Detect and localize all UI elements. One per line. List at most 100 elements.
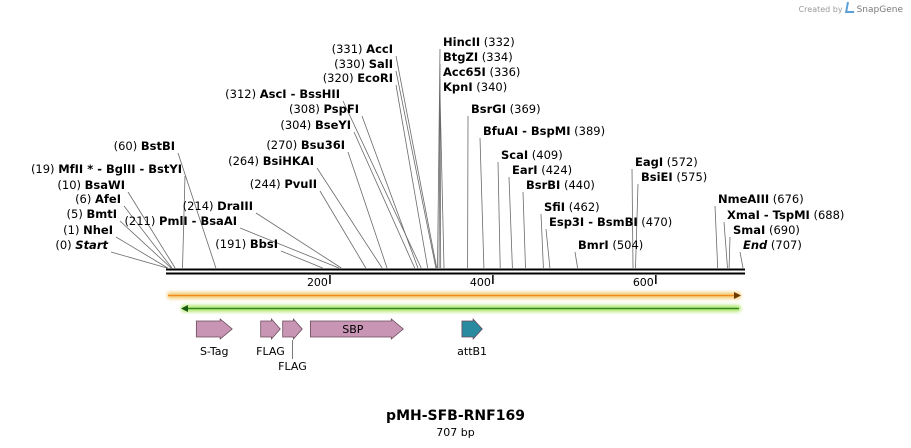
enzyme-position: (340): [473, 80, 508, 94]
enzyme-label: EagI (572): [635, 155, 698, 169]
enzyme-position: (332): [480, 35, 515, 49]
enzyme-position: (336): [486, 65, 521, 79]
enzyme-name: BsaWI: [85, 178, 125, 192]
enzyme-name: BfuAI - BspMI: [483, 124, 570, 138]
enzyme-label: (6) AfeI: [75, 192, 121, 206]
enzyme-leader: [574, 251, 578, 269]
feature-label: FLAG: [256, 345, 285, 358]
enzyme-name: Acc65I: [443, 65, 486, 79]
enzyme-leader: [347, 151, 388, 269]
enzyme-position: (331): [332, 42, 367, 56]
enzyme-label: ScaI (409): [501, 148, 563, 162]
enzyme-leader: [439, 93, 445, 269]
enzyme-position: (211): [124, 214, 159, 228]
enzyme-name: NmeAIII: [718, 192, 769, 206]
enzyme-leader: [239, 227, 340, 269]
enzyme-name: BseYI: [315, 118, 351, 132]
enzyme-name: NheI: [83, 223, 113, 237]
enzyme-position: (320): [323, 71, 358, 85]
enzyme-label: EarI (424): [512, 163, 572, 177]
enzyme-leader: [127, 191, 176, 269]
enzyme-position: (688): [810, 208, 845, 222]
enzyme-label: (270) Bsu36I: [266, 138, 345, 152]
enzyme-name: XmaI - TspMI: [727, 208, 810, 222]
enzyme-label: (320) EcoRI: [323, 71, 393, 85]
enzyme-name: BstBI: [141, 139, 175, 153]
enzyme-position: (191): [215, 237, 250, 251]
enzyme-position: (270): [266, 138, 301, 152]
enzyme-name: MfII * - BglII - BstYI: [58, 162, 182, 176]
enzyme-name: PmlI - BsaAI: [159, 214, 237, 228]
feature-arrow-shape: [309, 318, 404, 340]
enzyme-label: BtgZI (334): [443, 50, 513, 64]
feature-arrow-shape: [282, 317, 303, 341]
feature-arrow-shape: [461, 317, 483, 341]
enzyme-position: (470): [638, 215, 673, 229]
enzyme-leader: [540, 213, 544, 269]
enzyme-leader: [723, 221, 728, 269]
enzyme-name: BsiHKAI: [263, 154, 314, 168]
enzyme-name: BsrBI: [526, 178, 560, 192]
enzyme-leader: [361, 115, 419, 269]
enzyme-name: BsiEI: [641, 170, 673, 184]
enzyme-leader: [123, 205, 173, 269]
enzyme-leader: [508, 176, 513, 269]
sequence-backbone: [166, 268, 745, 275]
feature-flag-2[interactable]: FLAG: [278, 317, 307, 373]
enzyme-leader: [319, 190, 367, 269]
enzyme-label: NmeAIII (676): [718, 192, 804, 206]
enzyme-label: (191) BbsI: [215, 237, 278, 251]
enzyme-name: DraIII: [217, 199, 253, 213]
enzyme-name: BtgZI: [443, 50, 478, 64]
enzyme-name: AccI: [366, 42, 393, 56]
enzyme-label: (308) PspFI: [289, 102, 359, 116]
feature-arrow-shape: [195, 318, 233, 340]
enzyme-label: (60) BstBI: [114, 139, 175, 153]
feature-flag[interactable]: FLAG: [256, 317, 285, 358]
reverse-arrowhead: [181, 305, 188, 312]
plasmid-length: 707 bp: [436, 426, 475, 439]
enzyme-position: (707): [767, 238, 802, 252]
enzyme-label: Acc65I (336): [443, 65, 520, 79]
feature-attb1[interactable]: attB1: [457, 317, 487, 358]
enzyme-name: AfeI: [95, 192, 121, 206]
enzyme-leader: [280, 250, 323, 269]
enzyme-position: (572): [663, 155, 698, 169]
enzyme-label: (1) NheI: [63, 223, 113, 237]
enzyme-leader: [631, 168, 634, 269]
enzyme-name: ScaI: [501, 148, 528, 162]
enzyme-position: (575): [673, 170, 708, 184]
enzyme-label: End (707): [743, 238, 802, 252]
enzyme-label: SmaI (690): [733, 223, 800, 237]
enzyme-leader: [497, 161, 501, 269]
enzyme-leader: [395, 84, 429, 269]
enzyme-leader: [110, 251, 168, 269]
enzyme-leader: [182, 175, 186, 269]
enzyme-label: BsiEI (575): [641, 170, 707, 184]
enzyme-name: BmtI: [86, 207, 117, 221]
feature-arrow-shape: [260, 317, 281, 341]
enzyme-label: KpnI (340): [443, 80, 507, 94]
enzyme-leader: [353, 131, 416, 269]
enzyme-label: (211) PmlI - BsaAI: [124, 214, 237, 228]
enzyme-leader: [545, 228, 551, 269]
enzyme-leader: [119, 220, 172, 269]
enzyme-label: (304) BseYI: [280, 118, 351, 132]
feature-s-tag[interactable]: S-Tag: [195, 318, 233, 358]
credit-brand: SnapGene: [856, 5, 903, 15]
enzyme-name: PspFI: [324, 102, 359, 116]
enzyme-position: (334): [478, 50, 513, 64]
enzyme-leader: [395, 55, 438, 269]
enzyme-position: (424): [538, 163, 573, 177]
enzyme-label: BsrBI (440): [526, 178, 595, 192]
feature-sbp[interactable]: SBP: [309, 318, 404, 340]
enzyme-name: AscI - BssHII: [260, 87, 340, 101]
feature-label: SBP: [342, 323, 364, 336]
enzyme-name: BsrGI: [471, 102, 506, 116]
enzyme-label: (214) DraIII: [183, 199, 253, 213]
enzyme-name: EagI: [635, 155, 663, 169]
enzyme-label: (5) BmtI: [67, 207, 117, 221]
enzyme-name: SalI: [369, 57, 393, 71]
